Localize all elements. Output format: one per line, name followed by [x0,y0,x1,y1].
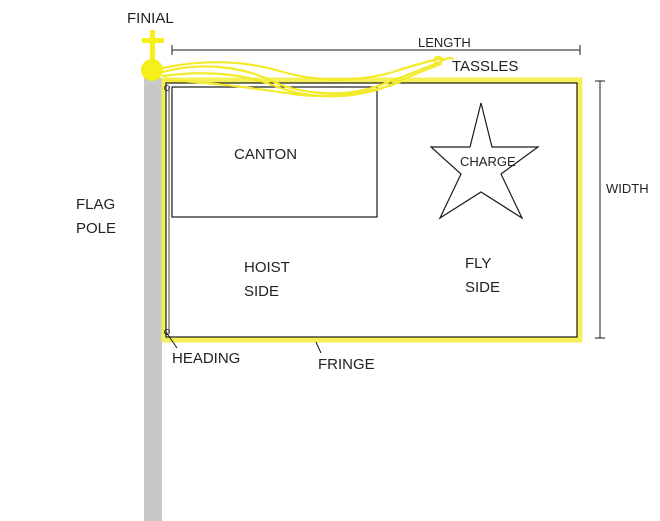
flag-pole-label-line2: POLE [76,220,116,237]
flag-heading [164,84,170,336]
width-label: WIDTH [606,181,649,196]
flag-body [165,82,578,338]
fly-side-label-line1: FLY [465,255,491,272]
length-label: LENGTH [418,35,471,50]
fly-side-label-line2: SIDE [465,279,500,296]
tassel-knot [433,55,443,65]
canton-label: CANTON [234,146,297,163]
heading-label: HEADING [172,350,240,367]
fringe-leader-line [315,341,322,354]
flag-canton [171,86,378,218]
tassels-label: TASSLES [452,58,518,75]
charge-label: CHARGE [460,154,516,169]
heading-leader-line [165,331,178,349]
finial-icon [141,30,164,81]
flag-pole-label-line1: FLAG [76,196,115,213]
width-dimension [595,80,605,339]
charge-star-icon [429,102,540,220]
finial-label: FINIAL [127,10,174,27]
hoist-side-label-line1: HOIST [244,259,290,276]
length-dimension [171,45,581,55]
fringe-label: FRINGE [318,356,375,373]
hoist-side-label-line2: SIDE [244,283,279,300]
flag-pole [144,78,162,521]
flag-fringe [161,77,583,343]
